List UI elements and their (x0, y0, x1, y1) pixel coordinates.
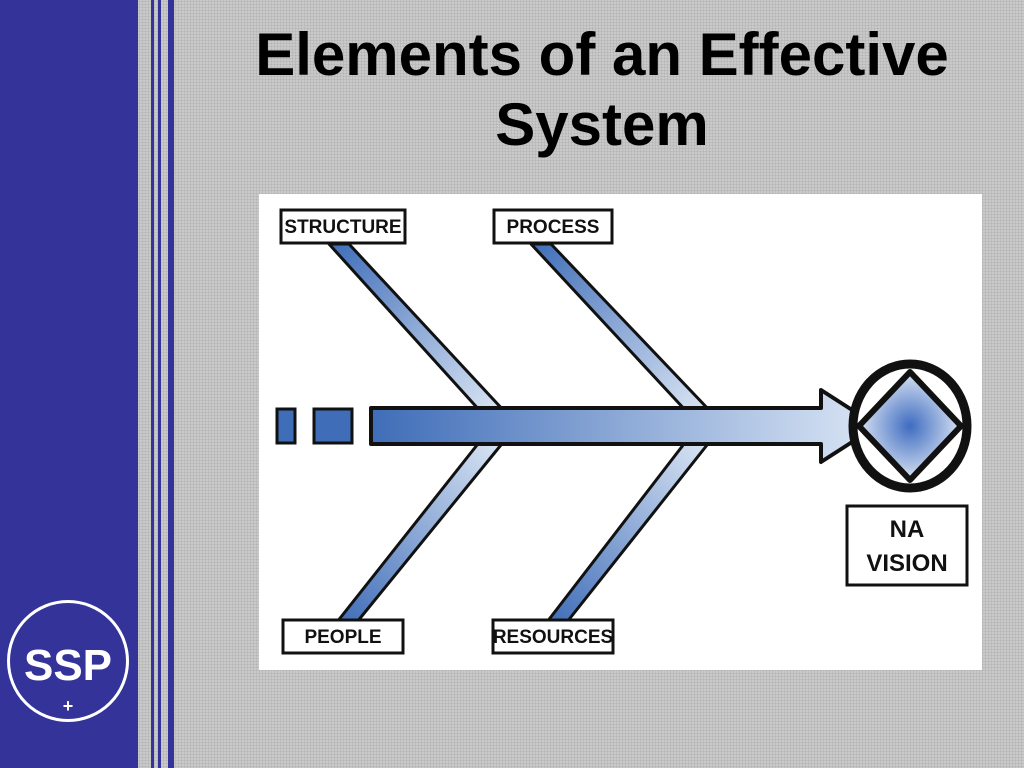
label-box-people (281, 618, 405, 655)
bone-structure (327, 242, 507, 414)
goal-label-box (845, 504, 969, 587)
label-box-process (492, 208, 614, 245)
goal-diamond (856, 369, 964, 483)
spine-arrow (369, 388, 879, 464)
goal-label-line1: NA (890, 516, 925, 543)
ssp-logo: SSP + (7, 600, 129, 722)
label-box-resources (491, 618, 615, 655)
bone-people (335, 438, 507, 624)
logo-text: SSP (23, 641, 113, 690)
goal-label-line2: VISION (866, 550, 947, 577)
divider-line (151, 0, 154, 768)
slide-title-line2: System (495, 91, 709, 158)
slide-title-line1: Elements of an Effective (255, 21, 949, 88)
label-box-structure (279, 208, 407, 245)
cause-label-structure: STRUCTURE (284, 217, 401, 238)
cause-label-process: PROCESS (507, 217, 600, 238)
fishbone-svg: STRUCTURE PROCESS PEOPLE RESOURCES NA VI… (275, 208, 972, 655)
slide-title: Elements of an Effective System (180, 20, 1024, 160)
spine-tail-dash (312, 407, 354, 445)
spine-tail-dash (275, 407, 297, 445)
logo-plus: + (62, 696, 74, 716)
bone-process (529, 242, 713, 414)
divider-line (168, 0, 174, 768)
fishbone-diagram: STRUCTURE PROCESS PEOPLE RESOURCES NA VI… (259, 194, 982, 670)
cause-label-resources: RESOURCES (493, 627, 613, 648)
divider-line (158, 0, 161, 768)
bone-resources (545, 438, 713, 624)
cause-label-people: PEOPLE (304, 627, 381, 648)
